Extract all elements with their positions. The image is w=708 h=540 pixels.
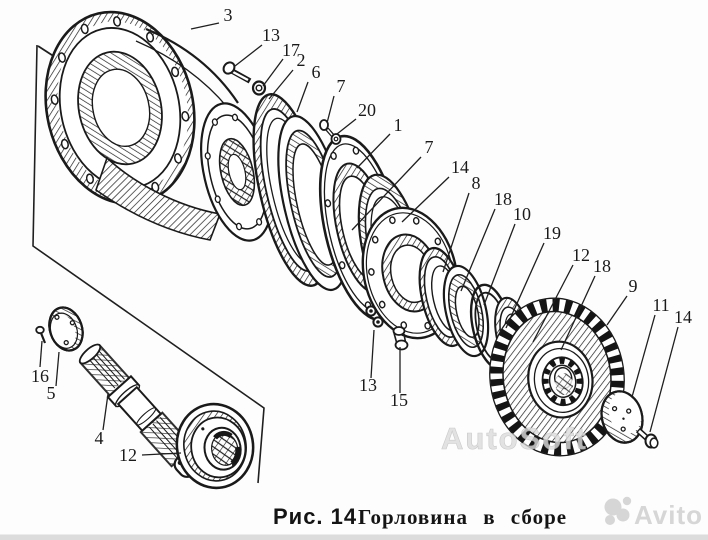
callouts: 3 13 17 2 6 7 20 1 7 14 8 18 10 19 12 18… <box>31 5 692 465</box>
callout-1: 1 <box>394 115 403 135</box>
part-hub-flange-3 <box>44 10 274 242</box>
part-bolt-16 <box>35 325 47 344</box>
part-bearing-12-bottom <box>175 402 255 490</box>
callout-4: 4 <box>95 428 104 448</box>
part-bolt-14-right <box>635 427 659 449</box>
callout-13-bottom: 13 <box>359 375 377 395</box>
callout-13-top: 13 <box>262 25 280 45</box>
callout-9: 9 <box>629 276 638 296</box>
callout-7-mid: 7 <box>425 137 434 157</box>
figure-caption: Рис. 14 Горловина в сборе <box>273 504 567 529</box>
callout-20: 20 <box>358 100 376 120</box>
part-gear-9 <box>489 297 625 457</box>
part-cover-plate-11 <box>600 390 644 444</box>
callout-7-top: 7 <box>337 76 346 96</box>
gear-teeth <box>490 298 624 456</box>
callout-12-mid: 12 <box>572 245 590 265</box>
figure-title: Горловина в сборе <box>358 505 567 529</box>
gear-spline-bore <box>542 357 583 405</box>
callout-2: 2 <box>297 50 306 70</box>
watermark-autosoft: AutoSoft <box>441 421 588 456</box>
callout-10: 10 <box>513 204 531 224</box>
callout-17: 17 <box>282 40 300 60</box>
callout-3: 3 <box>224 5 233 25</box>
callout-12-bottom: 12 <box>119 445 137 465</box>
callout-8: 8 <box>472 173 481 193</box>
callout-5: 5 <box>47 383 56 403</box>
callout-15: 15 <box>390 390 408 410</box>
avito-logo-icon <box>604 496 632 525</box>
callout-18-left: 18 <box>494 189 512 209</box>
plate-bolt-bosses-13 <box>365 305 384 328</box>
callout-6: 6 <box>312 62 321 82</box>
hub-cone-top-edge <box>145 27 239 104</box>
scan-edge-strip <box>0 534 708 540</box>
callout-14-right: 14 <box>674 307 692 327</box>
figure-number: Рис. 14 <box>273 504 357 529</box>
callout-16: 16 <box>31 366 49 386</box>
part-bolt-7-small <box>319 119 342 145</box>
avito-logo-text: Avito <box>634 500 703 530</box>
callout-11: 11 <box>652 295 669 315</box>
breather-valve-15 <box>392 326 409 351</box>
watermark-avito: Avito <box>604 496 703 530</box>
callout-14-mid: 14 <box>451 157 469 177</box>
part-bolt-13-top <box>222 61 267 96</box>
part-oval-cover-5 <box>48 306 84 352</box>
leader-lines <box>39 22 679 456</box>
callout-19: 19 <box>543 223 561 243</box>
callout-18-right: 18 <box>593 256 611 276</box>
